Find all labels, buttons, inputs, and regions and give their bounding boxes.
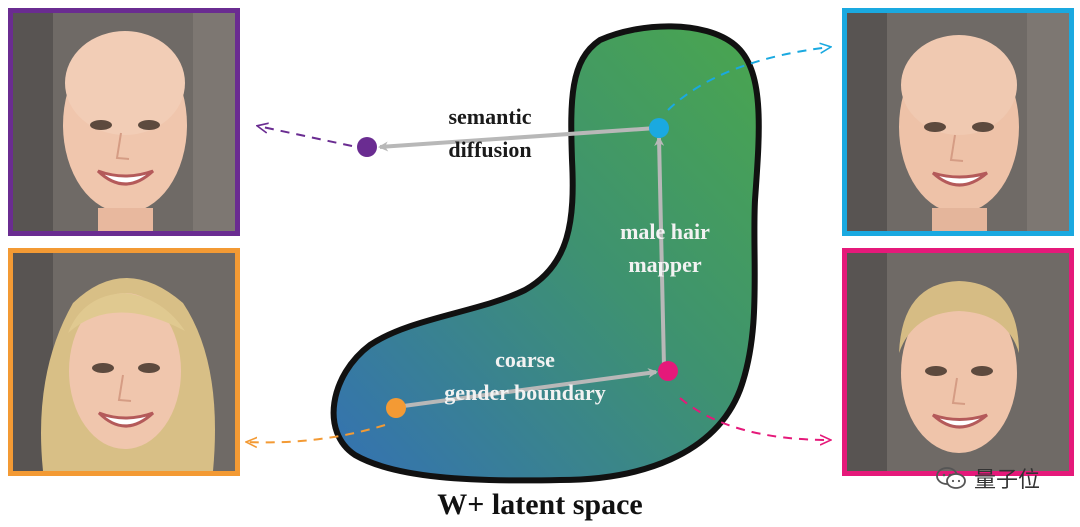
- male-hair-arrow: [654, 136, 666, 368]
- label-line: gender boundary: [444, 380, 606, 405]
- semantic-diffusion-arrow: [378, 126, 657, 152]
- dashed-arrow-orange: [247, 424, 386, 442]
- image-bottom-right: [842, 248, 1074, 476]
- node-orange: [386, 398, 406, 418]
- latent-space-shape: [330, 23, 762, 484]
- image-top-left: [8, 8, 240, 236]
- node-pink: [658, 361, 678, 381]
- node-blue: [649, 118, 669, 138]
- coarse-gender-arrow: [395, 368, 658, 409]
- diagram-caption: W+ latent space: [437, 488, 643, 521]
- label-line: mapper: [628, 252, 702, 277]
- watermark: 量子位: [936, 462, 1040, 494]
- dashed-arrow-pink: [679, 397, 830, 440]
- label-line: coarse: [495, 347, 555, 372]
- label-line: diffusion: [448, 137, 532, 162]
- dashed-arrow-purple: [258, 126, 353, 147]
- face-photo-long-hair: [13, 253, 235, 471]
- image-top-right: [842, 8, 1074, 236]
- label-line: male hair: [620, 219, 710, 244]
- watermark-text: 量子位: [973, 468, 1040, 493]
- label-male-hair-mapper: male hair mapper: [595, 215, 735, 281]
- face-photo-bald-male: [847, 13, 1069, 231]
- label-coarse-gender-boundary: coarse gender boundary: [410, 343, 640, 409]
- face-photo-short-hair: [847, 253, 1069, 471]
- face-photo-bald: [13, 13, 235, 231]
- image-bottom-left: [8, 248, 240, 476]
- dashed-arrow-blue: [667, 47, 830, 111]
- node-purple: [357, 137, 377, 157]
- wechat-icon: [936, 467, 966, 489]
- label-semantic-diffusion: semantic diffusion: [420, 100, 560, 166]
- label-line: semantic: [448, 104, 532, 129]
